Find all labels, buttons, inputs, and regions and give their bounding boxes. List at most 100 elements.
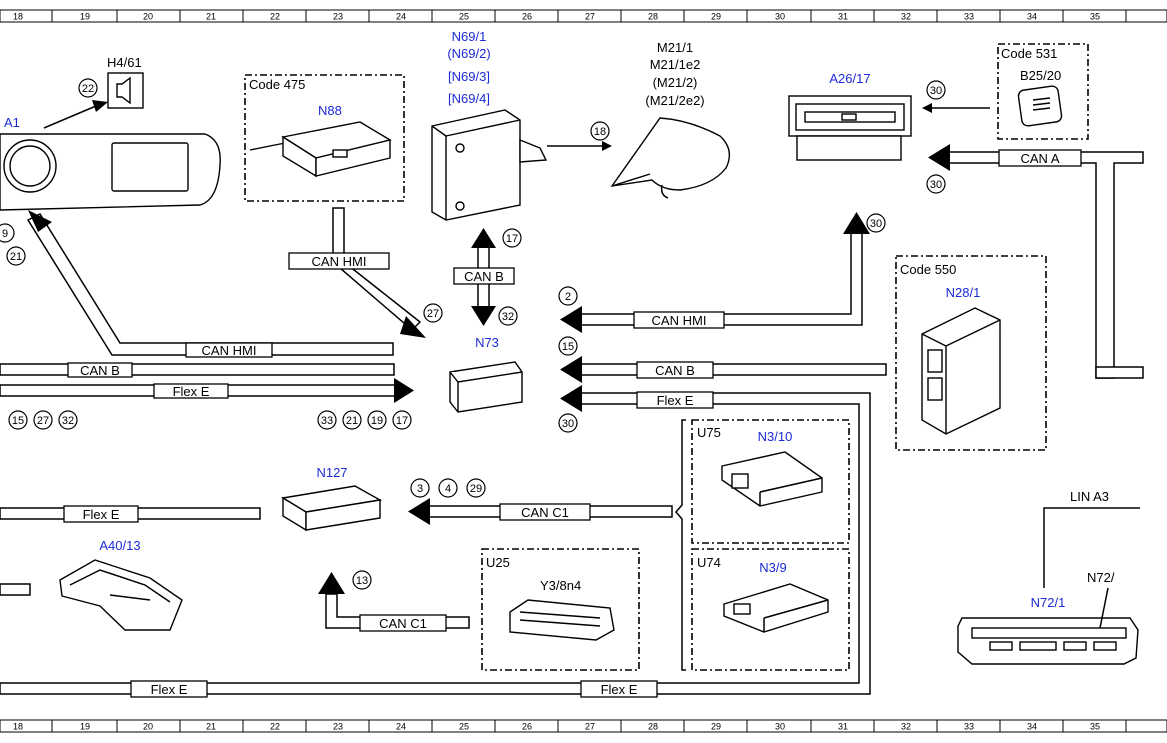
svg-text:22: 22 <box>82 83 94 95</box>
ref-18: 18 <box>590 121 610 141</box>
label-n72: N72/ <box>1087 570 1115 585</box>
svg-text:4: 4 <box>445 483 451 495</box>
ruler-bottom-33: 33 <box>964 722 974 732</box>
ref-21-left: 21 <box>6 246 26 266</box>
label-a1: A1 <box>4 115 20 130</box>
u75-label: U75 <box>697 425 721 440</box>
label-lin-a3: LIN A3 <box>1070 489 1109 504</box>
component-n721: N72/1 N72/ <box>957 570 1139 665</box>
ruler-top-30: 30 <box>775 12 785 22</box>
code-550-box: Code 550 <box>895 255 1047 451</box>
component-n127: N127 <box>281 465 383 532</box>
svg-text:17: 17 <box>506 233 518 245</box>
label-can-hmi-n88: CAN HMI <box>312 254 367 269</box>
label-n88: N88 <box>318 103 342 118</box>
ruler-top-18: 18 <box>13 12 23 22</box>
component-a1: A1 <box>0 115 221 211</box>
code-550-label: Code 550 <box>900 262 956 277</box>
svg-text:18: 18 <box>594 126 606 138</box>
ref-30-flex: 30 <box>558 413 578 433</box>
label-can-hmi-right: CAN HMI <box>652 313 707 328</box>
component-n39: N3/9 <box>723 560 829 633</box>
label-a4013: A40/13 <box>99 538 140 553</box>
ruler-bottom-35: 35 <box>1090 722 1100 732</box>
svg-text:32: 32 <box>62 415 74 427</box>
ruler-bottom-32: 32 <box>901 722 911 732</box>
ruler-top-29: 29 <box>711 12 721 22</box>
component-b2520: B25/20 <box>1017 68 1063 127</box>
bus-can-hmi-left: CAN HMI <box>26 210 394 358</box>
ref-32-top: 32 <box>498 306 518 326</box>
label-flex-e-right: Flex E <box>657 393 694 408</box>
label-can-hmi-left: CAN HMI <box>202 343 257 358</box>
bus-can-b-right: CAN B <box>560 356 887 383</box>
ruler-top-23: 23 <box>333 12 343 22</box>
ruler-bottom-29: 29 <box>711 722 721 732</box>
ref-30-b2520: 30 <box>926 80 946 100</box>
ruler-top-34: 34 <box>1027 12 1037 22</box>
svg-text:30: 30 <box>870 218 882 230</box>
bus-flex-e-right: Flex E Flex E Flex E <box>0 385 871 698</box>
bus-can-hmi-n88: CAN HMI <box>288 207 426 338</box>
top-ruler: 18 19 20 21 22 23 24 25 26 27 28 29 30 3… <box>0 9 1167 23</box>
component-n310: N3/10 <box>721 429 823 507</box>
svg-text:17: 17 <box>396 415 408 427</box>
ref-29: 29 <box>466 478 486 498</box>
ruler-bottom-22: 22 <box>270 722 280 732</box>
label-m21-2: (M21/2) <box>653 75 698 90</box>
svg-text:21: 21 <box>10 251 22 263</box>
ref-4: 4 <box>438 478 458 498</box>
svg-text:15: 15 <box>562 341 574 353</box>
label-can-b-left: CAN B <box>80 363 120 378</box>
bus-stub-a4013 <box>0 583 31 596</box>
ruler-top-22: 22 <box>270 12 280 22</box>
code-531-box: Code 531 <box>997 43 1089 140</box>
ruler-bottom-21: 21 <box>206 722 216 732</box>
ref-13: 13 <box>352 570 372 590</box>
component-a2617: A26/17 <box>788 71 912 161</box>
arrow-n69-to-m21 <box>547 141 612 151</box>
ruler-top-32: 32 <box>901 12 911 22</box>
svg-text:29: 29 <box>470 483 482 495</box>
component-n69: N69/1 (N69/2) [N69/3] [N69/4] <box>431 29 548 221</box>
ruler-bottom-28: 28 <box>648 722 658 732</box>
label-n310: N3/10 <box>758 429 793 444</box>
label-can-c1-n127: CAN C1 <box>521 505 569 520</box>
ref-32-left: 32 <box>58 410 78 430</box>
bus-can-c1-n127: CAN C1 <box>408 419 686 671</box>
ref-2: 2 <box>558 286 578 306</box>
ruler-top-19: 19 <box>80 12 90 22</box>
speaker-icon <box>116 76 131 105</box>
svg-text:33: 33 <box>321 415 333 427</box>
bus-can-a: CAN A <box>928 144 1144 379</box>
ruler-top-33: 33 <box>964 12 974 22</box>
bus-can-b-vertical: CAN B <box>453 228 515 326</box>
label-b2520: B25/20 <box>1020 68 1061 83</box>
component-n281: N28/1 <box>921 285 1001 435</box>
label-h461: H4/61 <box>107 55 142 70</box>
label-can-c1-u25: CAN C1 <box>379 616 427 631</box>
label-a2617: A26/17 <box>829 71 870 86</box>
label-n69-4: [N69/4] <box>448 91 490 106</box>
component-n88: N88 <box>249 103 392 178</box>
ruler-bottom-19: 19 <box>80 722 90 732</box>
ref-21-mid: 21 <box>342 410 362 430</box>
bus-can-hmi-right: CAN HMI <box>560 212 870 333</box>
svg-text:9: 9 <box>2 228 8 240</box>
ruler-bottom-26: 26 <box>522 722 532 732</box>
svg-text:13: 13 <box>356 575 368 587</box>
label-n69-1: N69/1 <box>452 29 487 44</box>
label-m21-1: M21/1 <box>657 40 693 55</box>
ref-22: 22 <box>78 78 98 98</box>
svg-text:27: 27 <box>37 415 49 427</box>
ref-19: 19 <box>367 410 387 430</box>
ruler-bottom-27: 27 <box>585 722 595 732</box>
label-flex-e-n127: Flex E <box>83 507 120 522</box>
ref-17-mid: 17 <box>392 410 412 430</box>
ruler-top-31: 31 <box>838 12 848 22</box>
label-flex-e-bottom-mid: Flex E <box>601 682 638 697</box>
label-m21-2e2: (M21/2e2) <box>645 93 704 108</box>
ruler-top-24: 24 <box>396 12 406 22</box>
u74-label: U74 <box>697 555 721 570</box>
svg-text:30: 30 <box>930 85 942 97</box>
